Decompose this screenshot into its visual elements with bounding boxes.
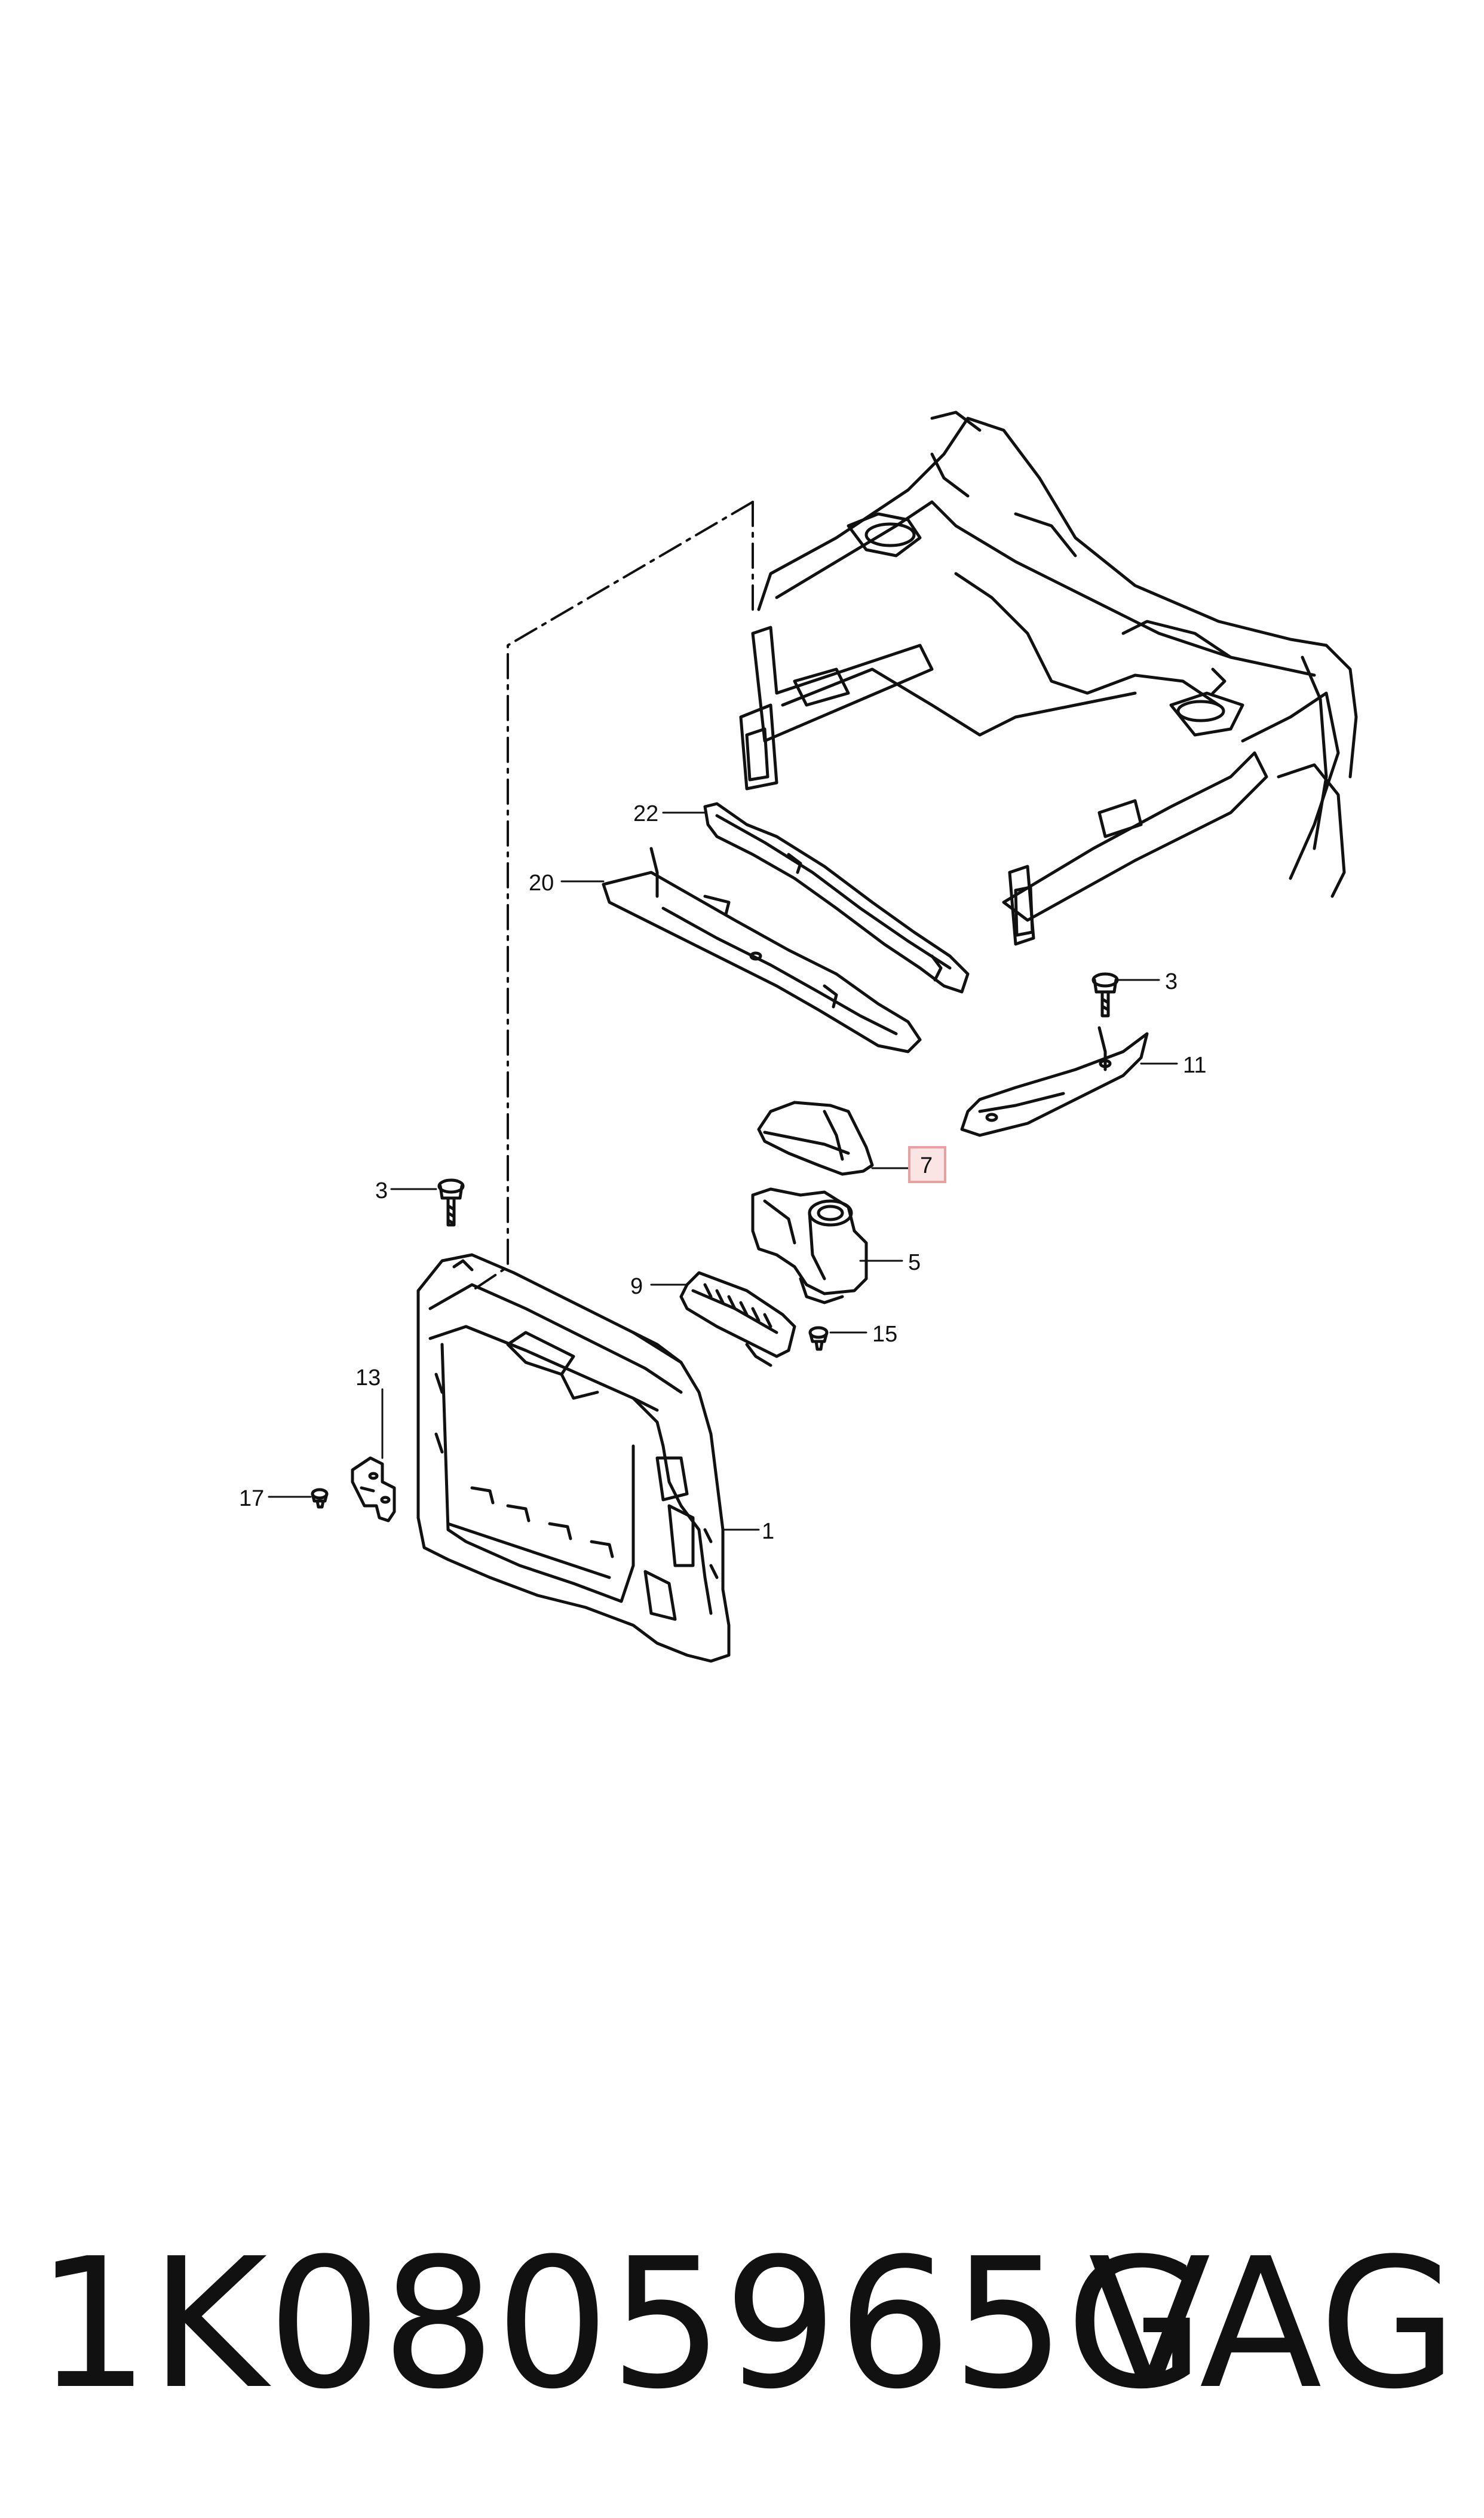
callout-17: 17 [239,1486,264,1511]
screw-3-upper [1091,972,1119,1018]
callout-11: 11 [1183,1053,1206,1078]
screw-17 [311,1488,329,1509]
callout-13: 13 [355,1365,381,1390]
part-13-bracket [351,1456,396,1523]
part-20-lock-carrier-member [602,847,922,1053]
screw-15 [808,1326,829,1351]
callout-15: 15 [872,1322,897,1347]
brand-name: VAG [1088,2220,1458,2428]
callout-3-upper: 3 [1165,969,1178,994]
part-1-front-end-carrier [416,1253,731,1663]
callout-7: 7 [920,1153,933,1178]
leader-lines [268,811,1178,1531]
front-body-structure [739,411,1358,946]
callout-22: 22 [633,801,658,826]
callout-9: 9 [630,1274,643,1299]
part-5-air-duct [751,1187,868,1304]
part-11-air-deflector [960,1026,1149,1137]
callout-labels: 22 20 3 11 7 5 9 15 13 17 3 1 [239,801,1206,1544]
callout-3-lower: 3 [375,1178,388,1203]
callout-20: 20 [529,871,554,896]
callout-1: 1 [762,1519,774,1544]
part-22-cross-member [703,802,970,994]
screw-3-lower [437,1178,465,1227]
callout-5: 5 [908,1250,921,1275]
part-number: 1K0805965G [36,2220,1205,2428]
assembly-guide-line [471,501,754,1292]
highlight-box-part-7 [908,1146,946,1183]
part-7-air-guide [757,1101,874,1176]
part-9-air-inlet [679,1271,796,1367]
caption: 1K0805965G VAG [36,2235,1458,2414]
